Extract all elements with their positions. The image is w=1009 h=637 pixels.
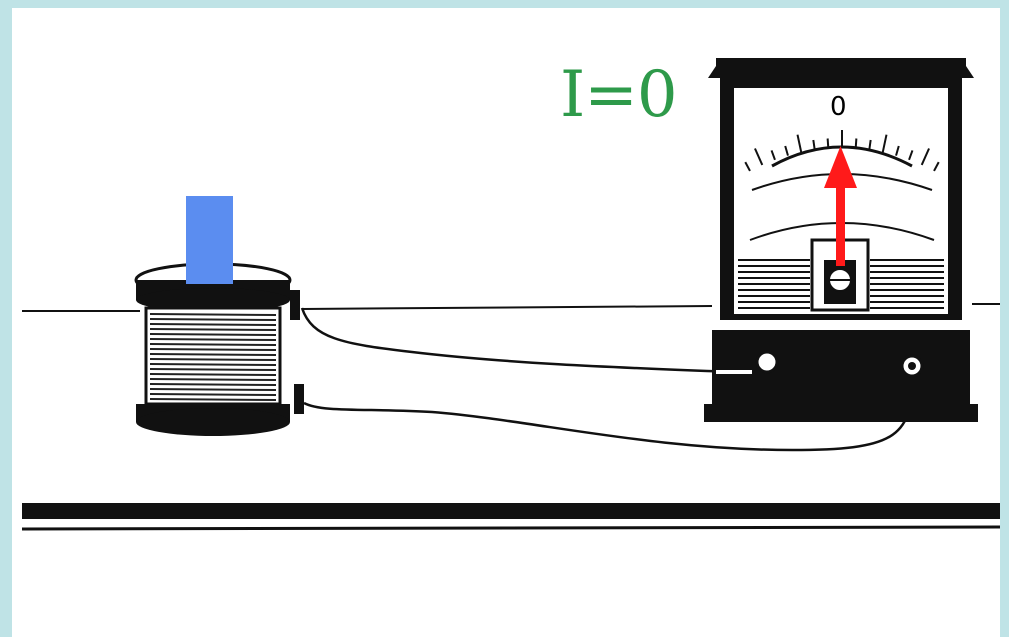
experiment-figure: I=0 0 — [12, 8, 1000, 637]
galvanometer — [704, 58, 978, 422]
circuit-diagram — [21, 58, 1000, 531]
table-edge — [21, 503, 1000, 531]
wire-top — [300, 307, 733, 374]
current-label: I=0 — [560, 58, 678, 132]
galvanometer-needle — [824, 146, 857, 266]
coil — [134, 262, 304, 436]
galvanometer-base — [712, 330, 970, 408]
scale-ticks — [744, 130, 940, 172]
coil-terminal-bottom — [294, 384, 304, 414]
terminal-left — [755, 350, 779, 374]
coil-terminal-top — [290, 290, 300, 320]
wire-bottom — [303, 379, 914, 452]
table-line-middle — [301, 305, 713, 310]
bar-magnet — [186, 196, 233, 284]
zero-mark: 0 — [830, 92, 847, 122]
